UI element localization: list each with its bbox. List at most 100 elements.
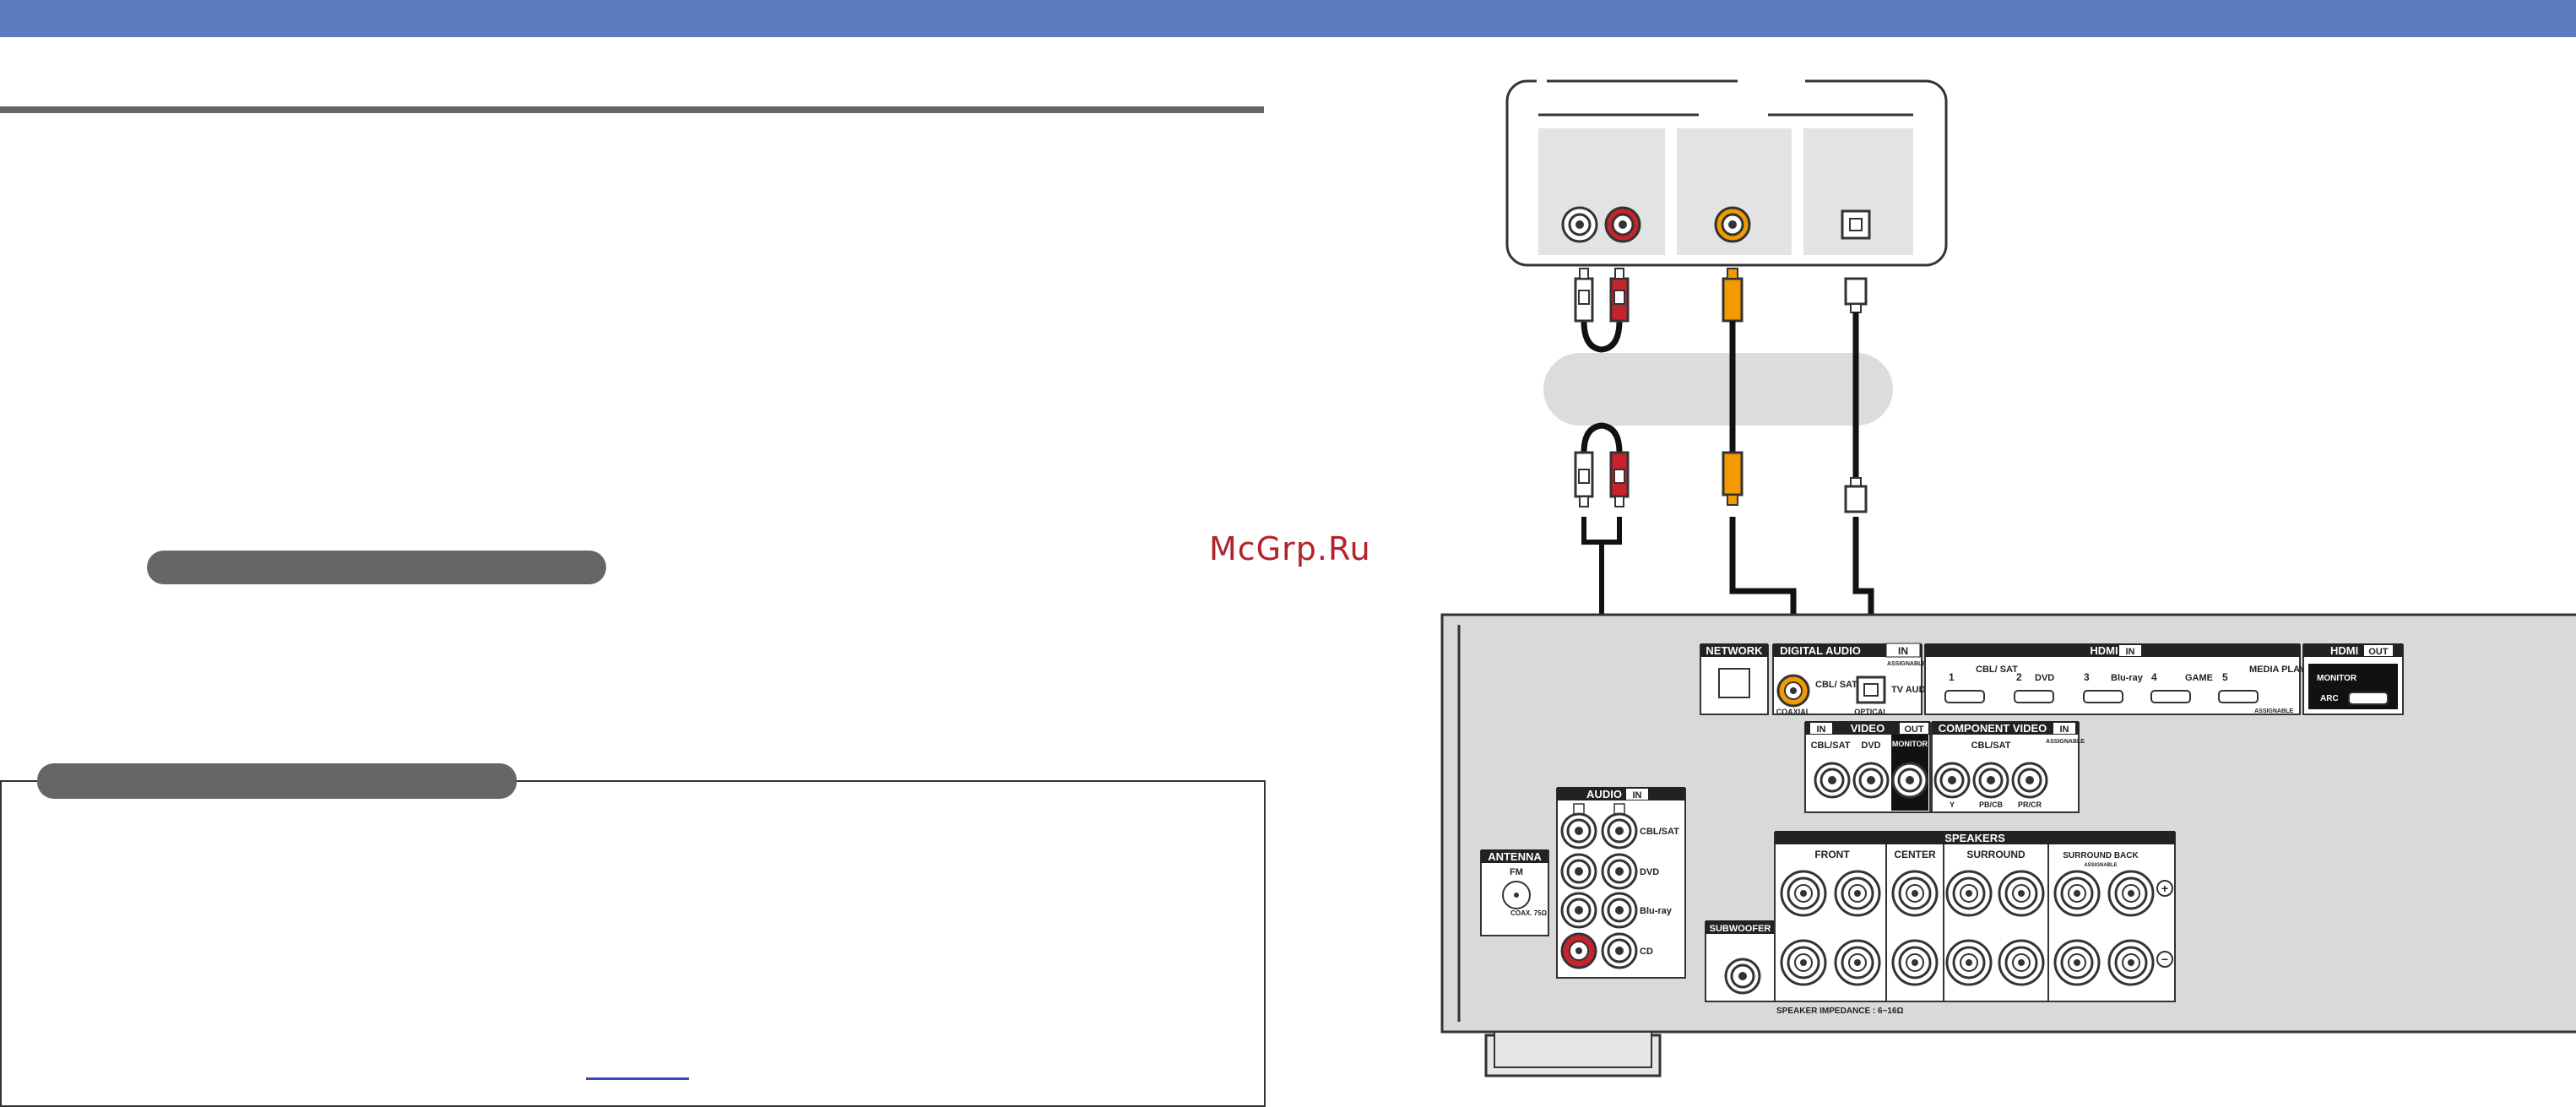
speakers-label: SPEAKERS — [1944, 832, 2005, 844]
audio-bluray-r-jack[interactable] — [1601, 892, 1638, 929]
audio-cd-r-jack[interactable] — [1601, 932, 1638, 969]
hdmi-assignable-label: ASSIGNABLE — [2254, 708, 2293, 714]
hdmi-in-1-port[interactable] — [1944, 690, 1985, 703]
minus-marker: − — [2161, 952, 2168, 966]
front-r-plus-terminal[interactable] — [1780, 870, 1827, 917]
video-out-label: OUT — [1904, 724, 1924, 735]
front-l-plus-terminal[interactable] — [1834, 870, 1881, 917]
surround-back-label: SURROUND BACK — [2063, 851, 2139, 860]
tv-device — [1505, 74, 1948, 267]
video-section: IN VIDEO OUT CBL/SAT DVD MONITOR — [1804, 721, 1931, 813]
component-assignable-label: ASSIGNABLE — [2046, 739, 2085, 745]
ethernet-port[interactable] — [1718, 668, 1750, 698]
hdmi-in-5-port[interactable] — [2218, 690, 2259, 703]
surround-label: SURROUND — [1966, 849, 2026, 860]
section-rule — [0, 106, 1264, 113]
hdmi-out-section: HDMI OUT MONITOR ARC — [2302, 643, 2404, 715]
audio-dvd-l-jack[interactable] — [1560, 853, 1597, 890]
speaker-impedance-label: SPEAKER IMPEDANCE : 6~16Ω — [1776, 1007, 1904, 1016]
audio-in-section: AUDIO IN CBL/SAT DVD Blu-ray CD — [1556, 787, 1686, 979]
hdmi-1-label: CBL/ SAT — [1976, 665, 2018, 675]
component-video-label: COMPONENT VIDEO — [1939, 722, 2047, 735]
note-box-tab — [37, 763, 517, 799]
center-label: CENTER — [1894, 849, 1936, 860]
video-dvd-jack[interactable] — [1852, 762, 1890, 799]
surround-r-plus-terminal[interactable] — [1945, 870, 1993, 917]
surround-back-l-minus-terminal[interactable] — [2107, 939, 2155, 986]
video-in-label: IN — [1817, 724, 1826, 735]
center-minus-terminal[interactable] — [1891, 939, 1939, 986]
audio-cbl-sat-r-jack[interactable] — [1601, 812, 1638, 849]
hdmi-2-label: DVD — [2035, 673, 2054, 683]
coaxial-cbl-sat-label: CBL/ SAT — [1815, 680, 1857, 690]
surround-r-minus-terminal[interactable] — [1945, 939, 1993, 986]
header-bar — [0, 0, 2576, 37]
audio-bluray-l-jack[interactable] — [1560, 892, 1597, 929]
component-pb-jack[interactable] — [1972, 762, 2009, 799]
tv-audio-out-left-jack — [1561, 206, 1598, 243]
component-pr-jack[interactable] — [2011, 762, 2048, 799]
digital-audio-section: DIGITAL AUDIO IN ASSIGNABLE CBL/ SAT COA… — [1772, 643, 1936, 716]
hdmi-arc-label: ARC — [2320, 694, 2339, 703]
surround-back-r-plus-terminal[interactable] — [2053, 870, 2101, 917]
watermark: McGrp.Ru — [1209, 530, 1371, 567]
hdmi-in-3-port[interactable] — [2083, 690, 2123, 703]
tv-coaxial-out-jack — [1714, 206, 1751, 243]
digital-in-label: IN — [1898, 645, 1908, 657]
component-y-jack[interactable] — [1933, 762, 1971, 799]
hdmi-in-2-port[interactable] — [2014, 690, 2054, 703]
surround-back-r-minus-terminal[interactable] — [2053, 939, 2101, 986]
page-link[interactable] — [586, 1077, 689, 1080]
hdmi-in-4-port[interactable] — [2150, 690, 2191, 703]
hdmi-out-port[interactable] — [2348, 692, 2389, 705]
antenna-label: ANTENNA — [1488, 850, 1542, 863]
hdmi-out-label: HDMI — [2330, 644, 2358, 657]
coaxial-label: COAXIAL — [1776, 708, 1811, 716]
surround-l-minus-terminal[interactable] — [1998, 939, 2045, 986]
coax-75-label: COAX. 75Ω — [1510, 909, 1547, 917]
optical-label: OPTICAL — [1854, 708, 1888, 716]
subwoofer-jack[interactable] — [1724, 958, 1761, 995]
surround-back-l-plus-terminal[interactable] — [2107, 870, 2155, 917]
hdmi-4-label: GAME — [2185, 673, 2213, 683]
hdmi-5-num: 5 — [2222, 671, 2228, 683]
hdmi-5-label: MEDIA PLAYER — [2249, 665, 2318, 675]
audio-dvd-r-jack[interactable] — [1601, 853, 1638, 890]
network-label: NETWORK — [1706, 644, 1763, 657]
video-cbl-sat-label: CBL/SAT — [1811, 741, 1851, 751]
video-cbl-sat-jack[interactable] — [1814, 762, 1851, 799]
front-l-minus-terminal[interactable] — [1834, 939, 1881, 986]
hdmi-in-label: HDMI — [2090, 644, 2118, 657]
component-pb-label: PB/CB — [1979, 800, 2004, 809]
coaxial-in-jack[interactable] — [1776, 674, 1810, 708]
digital-audio-label: DIGITAL AUDIO — [1780, 644, 1861, 657]
center-plus-terminal[interactable] — [1891, 870, 1939, 917]
cable-label-band — [1543, 353, 1893, 426]
surround-back-assignable-label: ASSIGNABLE — [2084, 863, 2117, 868]
speakers-section: SPEAKERS FRONT CENTER SURROUND SURROUND … — [1774, 831, 2176, 1016]
component-in-label: IN — [2060, 724, 2069, 735]
video-dvd-label: DVD — [1861, 741, 1880, 751]
hdmi-3-num: 3 — [2084, 671, 2090, 683]
video-monitor-jack[interactable] — [1891, 762, 1928, 799]
optical-in-jack[interactable] — [1856, 676, 1886, 704]
fm-label: FM — [1510, 867, 1523, 877]
subwoofer-label: SUBWOOFER — [1710, 924, 1771, 934]
hdmi-in-section: HDMI IN 1 CBL/ SAT 2 DVD 3 Blu-ray 4 GAM… — [1924, 643, 2318, 715]
antenna-section: ANTENNA FM COAX. 75Ω — [1480, 849, 1549, 936]
component-y-label: Y — [1950, 800, 1955, 809]
surround-l-plus-terminal[interactable] — [1998, 870, 2045, 917]
audio-cbl-sat-l-jack[interactable] — [1560, 812, 1597, 849]
hdmi-input-ports: 1 CBL/ SAT 2 DVD 3 Blu-ray 4 GAME 5 MEDI… — [1944, 665, 2318, 714]
component-video-section: COMPONENT VIDEO IN ASSIGNABLE CBL/SAT Y … — [1931, 721, 2085, 813]
hdmi-1-num: 1 — [1949, 671, 1955, 683]
network-port-section: NETWORK — [1700, 643, 1769, 715]
front-r-minus-terminal[interactable] — [1780, 939, 1827, 986]
audio-cd-l-jack[interactable] — [1560, 932, 1597, 969]
video-label: VIDEO — [1851, 722, 1885, 735]
component-pr-label: PR/CR — [2018, 800, 2042, 809]
hdmi-in-in-label: IN — [2126, 647, 2135, 657]
audio-in-label: IN — [1633, 790, 1642, 800]
audio-dvd-label: DVD — [1640, 867, 1659, 877]
